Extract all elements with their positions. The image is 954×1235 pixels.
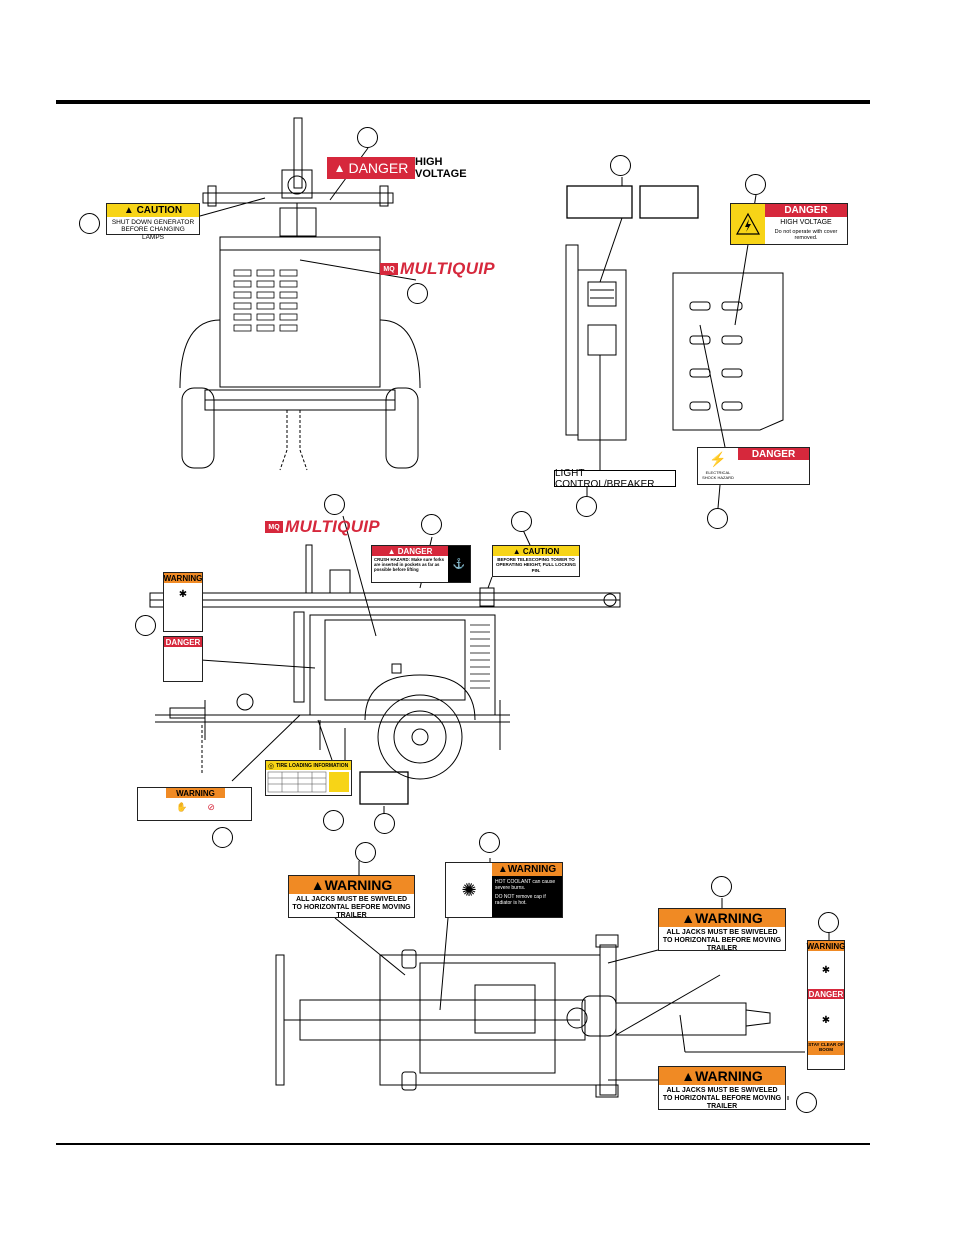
bottom-rule xyxy=(56,1143,870,1145)
callout-circle xyxy=(79,213,100,234)
callout-circle xyxy=(576,496,597,517)
warning-triangle-icon: ▲ xyxy=(512,546,521,556)
caution-shutdown-decal: ▲ CAUTION SHUT DOWN GENERATOR BEFORE CHA… xyxy=(106,203,200,241)
callout-circle xyxy=(135,615,156,636)
callout-circle xyxy=(511,511,532,532)
warning-triangle-icon: ▲ xyxy=(387,546,396,556)
hazard-pictogram-icon xyxy=(138,788,166,820)
tire-icon: ◎ xyxy=(268,762,275,770)
warning-triangle-icon: ▲ xyxy=(681,910,696,926)
callout-circle xyxy=(745,174,766,195)
warning-triangle-icon: ▲ xyxy=(497,864,508,875)
hazard-pictogram-icon xyxy=(225,788,251,820)
callout-circle xyxy=(407,283,428,304)
callout-circle xyxy=(324,494,345,515)
callout-circle xyxy=(374,813,395,834)
callout-circle xyxy=(711,876,732,897)
danger-cover-removed-decal: DANGER HIGH VOLTAGE Do not operate with … xyxy=(730,203,848,245)
callout-circle xyxy=(323,810,344,831)
warning-triangle-icon: ▲ xyxy=(681,1068,696,1084)
light-control-breaker-label: LIGHT CONTROL/BREAKER xyxy=(554,468,676,490)
warning-triangle-icon: ▲ xyxy=(123,205,134,216)
callout-circle xyxy=(421,514,442,535)
warning-triangle-icon: ▲ xyxy=(310,877,325,893)
warning-boom-decal: WARNING ✱ DANGER ✱ STAY CLEAR OF BOOM xyxy=(807,940,845,1070)
callout-circle xyxy=(355,842,376,863)
forklift-hook-icon: ⚓ xyxy=(448,546,470,582)
callout-circle xyxy=(479,832,500,853)
tire-loading-table xyxy=(267,771,349,793)
warning-tongue-decal: WARNING ✋ ⊘ xyxy=(137,787,252,821)
prohibited-icon: ⊘ xyxy=(207,802,215,812)
shock-hazard-icon: ⚡ xyxy=(709,451,727,467)
hazard-pictogram-icon: ✱ xyxy=(821,964,831,976)
callout-circle xyxy=(707,508,728,529)
warning-jacks-decal-right-top: ▲WARNING ALL JACKS MUST BE SWIVELED TO H… xyxy=(658,908,786,952)
lightning-icon xyxy=(731,204,765,244)
multiquip-brand-decal: MQ MULTIQUIP xyxy=(380,259,495,279)
danger-small-decal: DANGER xyxy=(163,636,203,682)
mq-logo-icon: MQ xyxy=(265,521,283,533)
hazard-pictogram-icon: ✱ xyxy=(821,1014,831,1026)
warning-small-decal: WARNING ✱ xyxy=(163,572,203,632)
top-rule xyxy=(56,100,870,104)
top-view-drawing xyxy=(275,934,771,1098)
side-view-drawing xyxy=(149,544,621,780)
callout-circle xyxy=(212,827,233,848)
callout-circle xyxy=(357,127,378,148)
hazard-pictogram-icon: ✱ xyxy=(178,588,188,600)
front-view-drawing xyxy=(179,117,421,471)
warning-hot-coolant-decal: ✺ ▲WARNING HOT COOLANT can cause severe … xyxy=(445,862,563,918)
caution-telescoping-tower-decal: ▲ CAUTION BEFORE TELESCOPING TOWER TO OP… xyxy=(492,545,580,577)
danger-high-voltage-decal: ▲ DANGER HIGH VOLTAGE xyxy=(327,156,497,180)
warning-jacks-decal-right-bottom: ▲WARNING ALL JACKS MUST BE SWIVELED TO H… xyxy=(658,1066,786,1110)
callout-circle xyxy=(610,155,631,176)
caution-header: ▲ CAUTION xyxy=(107,204,199,217)
callout-circle xyxy=(796,1092,817,1113)
multiquip-brand-decal-side: MQ MULTIQUIP xyxy=(265,517,380,537)
danger-electrical-shock-decal: ⚡ ELECTRICAL SHOCK HAZARD DANGER xyxy=(697,447,810,485)
danger-crush-hazard-decal: ▲ DANGER CRUSH HAZARD: Make sure forks a… xyxy=(371,545,471,583)
tire-loading-information-decal: ◎ TIRE LOADING INFORMATION xyxy=(265,760,352,796)
steam-burn-icon: ✺ xyxy=(461,879,477,900)
control-box-drawing xyxy=(565,244,627,441)
warning-jacks-decal-left: ▲WARNING ALL JACKS MUST BE SWIVELED TO H… xyxy=(288,875,415,919)
mq-logo-icon: MQ xyxy=(380,263,398,275)
callout-circle xyxy=(818,912,839,933)
hand-pinch-icon: ✋ xyxy=(176,802,188,812)
warning-triangle-icon: ▲ xyxy=(333,161,346,175)
cover-panel-drawing xyxy=(672,272,784,431)
